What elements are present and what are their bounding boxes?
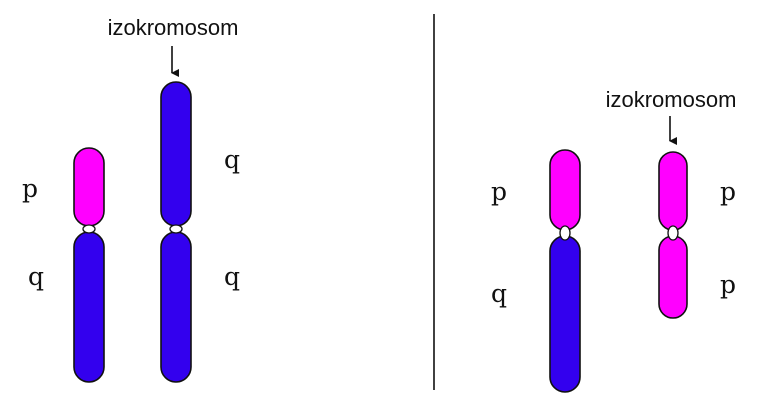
right-isochromosome — [658, 151, 688, 319]
left-iso-centromere — [169, 224, 183, 234]
left-normal-q-arm — [73, 231, 105, 383]
left-normal-p-arm — [73, 147, 105, 227]
left-isochromosome — [160, 81, 192, 383]
left-iso-upper-label: q — [224, 145, 240, 174]
right-normal-q-arm — [549, 235, 581, 393]
left-normal-q-label: q — [28, 262, 44, 291]
left-normal-centromere — [82, 224, 96, 234]
left-normal-p-label: p — [22, 174, 38, 203]
right-iso-lower-label: p — [720, 270, 736, 299]
right-normal-centromere — [559, 225, 571, 241]
left-iso-upper-q-arm — [160, 81, 192, 227]
right-iso-centromere — [667, 225, 679, 241]
right-iso-upper-p-arm — [658, 151, 688, 231]
right-normal-q-label: q — [491, 279, 507, 308]
right-isochromosome-label: izokromosom — [606, 87, 737, 112]
left-isochromosome-label: izokromosom — [108, 15, 239, 40]
right-iso-lower-p-arm — [658, 235, 688, 319]
left-normal-chromosome — [73, 147, 105, 383]
right-normal-chromosome — [549, 149, 581, 393]
left-iso-lower-label: q — [224, 262, 240, 291]
right-normal-p-arm — [549, 149, 581, 231]
right-normal-p-label: p — [491, 177, 507, 206]
right-iso-upper-label: p — [720, 177, 736, 206]
left-panel: izokromosom p q q q — [22, 15, 240, 383]
left-iso-lower-q-arm — [160, 231, 192, 383]
right-panel: izokromosom p q p p — [491, 87, 737, 393]
